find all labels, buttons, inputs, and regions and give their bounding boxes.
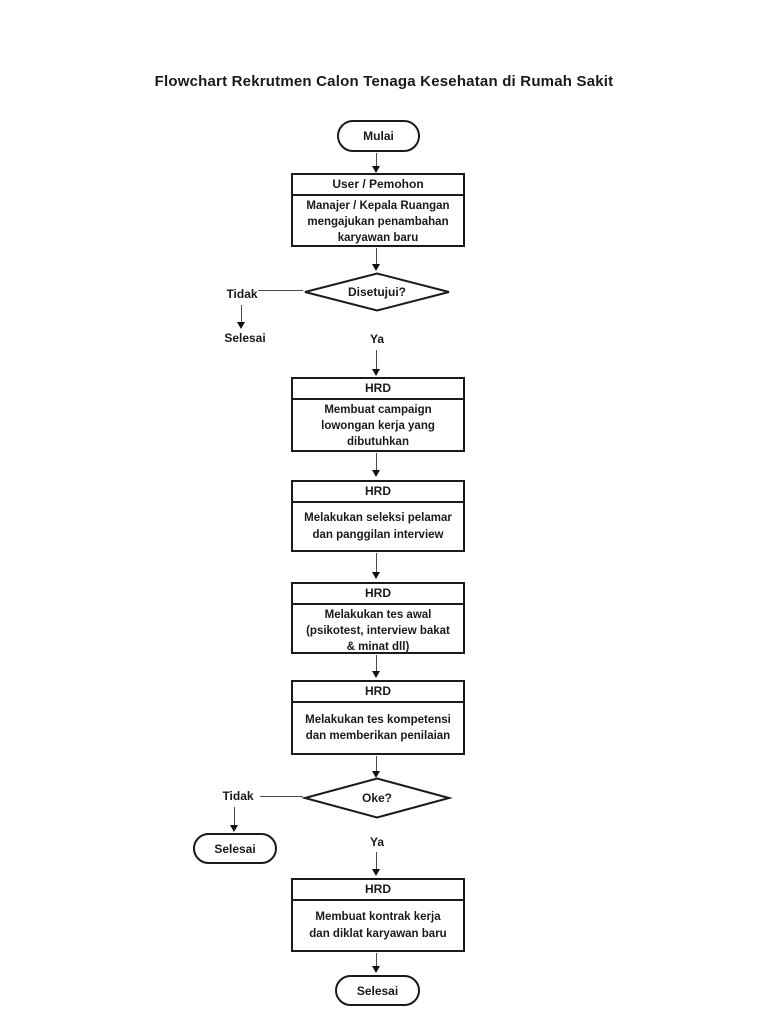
arrow-decision1-no-to-end	[237, 305, 246, 329]
arrow-hrd1-to-hrd2	[372, 453, 381, 477]
process-user-pemohon-body: Manajer / Kepala Ruangan mengajukan pena…	[306, 200, 450, 245]
end-label: Selesai	[356, 983, 399, 998]
process-hrd-tes-kompetensi-header: HRD	[293, 682, 463, 703]
line-decision2-no	[260, 796, 303, 797]
process-hrd-tes-awal-body: Melakukan tes awal (psikotest, interview…	[306, 609, 450, 654]
decision-disetujui: Disetujui?	[302, 272, 452, 312]
process-user-pemohon: User / Pemohon Manajer / Kepala Ruangan …	[291, 173, 465, 247]
diamond-shape	[302, 272, 452, 312]
process-hrd-kontrak: HRD Membuat kontrak kerja dan diklat kar…	[291, 878, 465, 952]
process-hrd-tes-awal-header: HRD	[293, 584, 463, 605]
arrow-hrd4-to-decision2	[372, 756, 381, 778]
process-hrd-seleksi-header: HRD	[293, 482, 463, 503]
process-hrd-tes-awal: HRD Melakukan tes awal (psikotest, inter…	[291, 582, 465, 654]
arrow-decision2-no-to-end	[230, 807, 239, 832]
process-hrd-kontrak-header: HRD	[293, 880, 463, 901]
decision2-no-label: Tidak	[222, 789, 254, 803]
start-terminator: Mulai	[337, 120, 420, 152]
process-hrd-campaign-header: HRD	[293, 379, 463, 400]
process-hrd-seleksi: HRD Melakukan seleksi pelamar dan panggi…	[291, 480, 465, 552]
diamond-shape	[302, 777, 452, 819]
arrow-start-to-request	[372, 153, 381, 173]
process-hrd-tes-kompetensi: HRD Melakukan tes kompetensi dan memberi…	[291, 680, 465, 755]
page-title: Flowchart Rekrutmen Calon Tenaga Kesehat…	[154, 73, 614, 90]
arrow-hrd2-to-hrd3	[372, 553, 381, 579]
process-hrd-campaign: HRD Membuat campaign lowongan kerja yang…	[291, 377, 465, 452]
decision1-no-end-label: Selesai	[224, 331, 266, 345]
process-hrd-kontrak-body: Membuat kontrak kerja dan diklat karyawa…	[309, 911, 447, 940]
arrow-hrd3-to-hrd4	[372, 655, 381, 678]
line-decision1-no	[258, 290, 303, 291]
start-label: Mulai	[363, 129, 394, 143]
process-hrd-campaign-body: Membuat campaign lowongan kerja yang dib…	[321, 404, 435, 449]
decision1-no-label: Tidak	[226, 287, 258, 301]
decision1-yes-label: Ya	[369, 332, 384, 346]
end-no-branch-label: Selesai	[214, 841, 256, 856]
end-terminator-no-branch: Selesai	[193, 833, 277, 864]
arrow-decision2-yes-to-hrd5	[372, 852, 381, 876]
arrow-hrd5-to-end	[372, 953, 381, 973]
end-terminator: Selesai	[335, 975, 420, 1006]
decision-oke: Oke?	[302, 777, 452, 819]
decision-oke-label: Oke?	[361, 791, 392, 805]
decision2-yes-label: Ya	[369, 835, 384, 849]
process-hrd-seleksi-body: Melakukan seleksi pelamar dan panggilan …	[304, 512, 452, 541]
arrow-decision1-yes-to-hrd1	[372, 350, 381, 376]
process-user-pemohon-header: User / Pemohon	[293, 175, 463, 196]
process-hrd-tes-kompetensi-body: Melakukan tes kompetensi dan memberikan …	[305, 713, 451, 742]
arrow-request-to-decision1	[372, 248, 381, 271]
decision-disetujui-label: Disetujui?	[347, 285, 406, 299]
